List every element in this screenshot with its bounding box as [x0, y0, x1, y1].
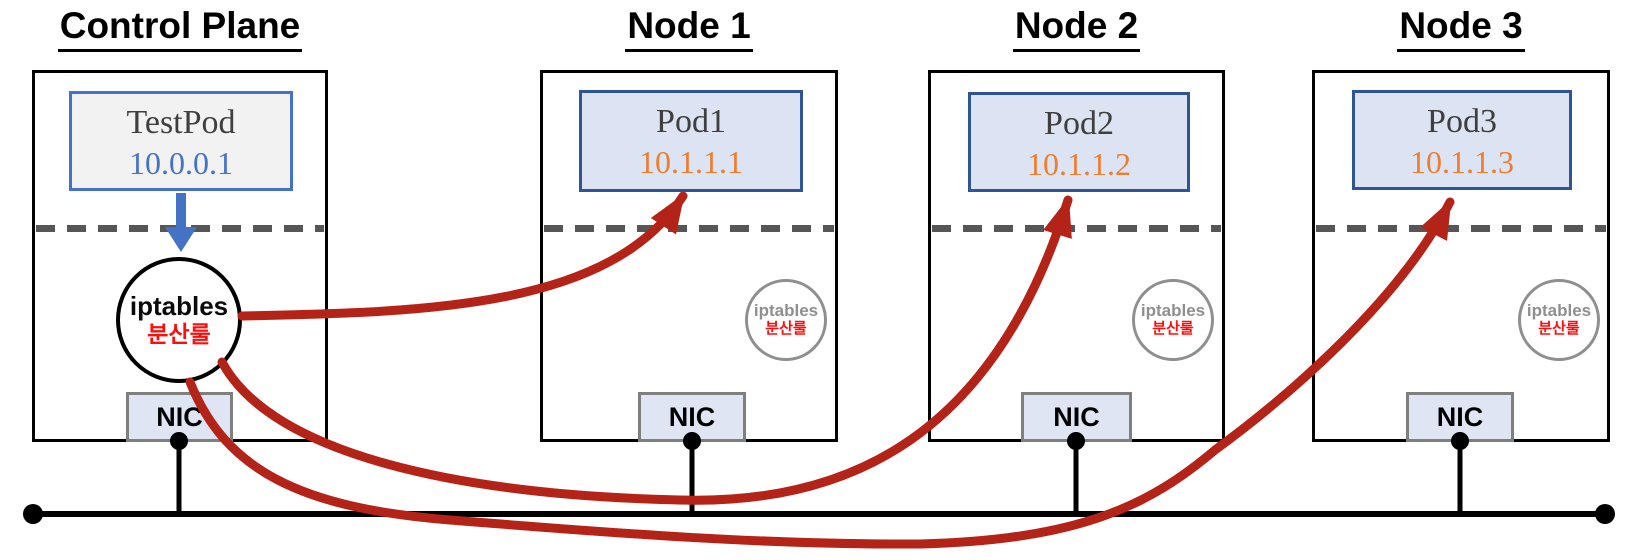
node3-title: Node 3 — [1312, 5, 1610, 52]
node1-nic-box: NIC — [638, 392, 746, 442]
pod1-box: Pod1 10.1.1.1 — [579, 90, 803, 192]
pod3-name: Pod3 — [1427, 103, 1497, 140]
pod3-ip: 10.1.1.3 — [1410, 143, 1514, 180]
distribution-rule-label: 분산룰 — [1152, 320, 1194, 338]
node2-title-text: Node 2 — [1012, 5, 1141, 52]
node1-title-text: Node 1 — [625, 5, 753, 52]
node2-title: Node 2 — [928, 5, 1225, 52]
node2-nic-box: NIC — [1021, 392, 1132, 442]
bus-right-endpoint-dot — [1595, 504, 1615, 524]
node1-iptables-circle: iptables 분산룰 — [745, 279, 827, 361]
distribution-rule-label: 분산룰 — [147, 320, 211, 347]
iptables-label: iptables — [129, 290, 229, 321]
testpod-name: TestPod — [126, 104, 236, 141]
node1-dashed-separator — [544, 225, 834, 232]
pod2-ip: 10.1.1.2 — [1027, 145, 1131, 182]
control-plane-title: Control Plane — [32, 5, 328, 52]
iptables-label: iptables — [753, 300, 819, 320]
pod3-box: Pod3 10.1.1.3 — [1352, 90, 1572, 190]
node3-nic-box: NIC — [1406, 392, 1514, 442]
iptables-label: iptables — [1526, 300, 1592, 320]
node3-title-text: Node 3 — [1397, 5, 1525, 52]
node2-dashed-separator — [932, 225, 1221, 232]
control-plane-nic-box: NIC — [126, 392, 233, 442]
bus-left-endpoint-dot — [23, 504, 43, 524]
testpod-ip: 10.0.0.1 — [129, 144, 233, 181]
control-plane-title-text: Control Plane — [57, 5, 303, 52]
iptables-label: iptables — [1140, 300, 1206, 320]
node3-dashed-separator — [1316, 225, 1606, 232]
distribution-rule-label: 분산룰 — [1538, 320, 1580, 338]
distribution-rule-label: 분산룰 — [765, 320, 807, 338]
testpod-box: TestPod 10.0.0.1 — [69, 91, 293, 191]
pod1-name: Pod1 — [656, 103, 726, 140]
node3-iptables-circle: iptables 분산룰 — [1518, 279, 1600, 361]
pod2-name: Pod2 — [1044, 105, 1114, 142]
pod1-ip: 10.1.1.1 — [639, 143, 743, 180]
node1-title: Node 1 — [540, 5, 838, 52]
node2-iptables-circle: iptables 분산룰 — [1132, 279, 1214, 361]
pod2-box: Pod2 10.1.1.2 — [968, 92, 1190, 192]
control-plane-dashed-separator — [36, 225, 324, 232]
control-plane-iptables-circle: iptables 분산룰 — [116, 257, 242, 383]
